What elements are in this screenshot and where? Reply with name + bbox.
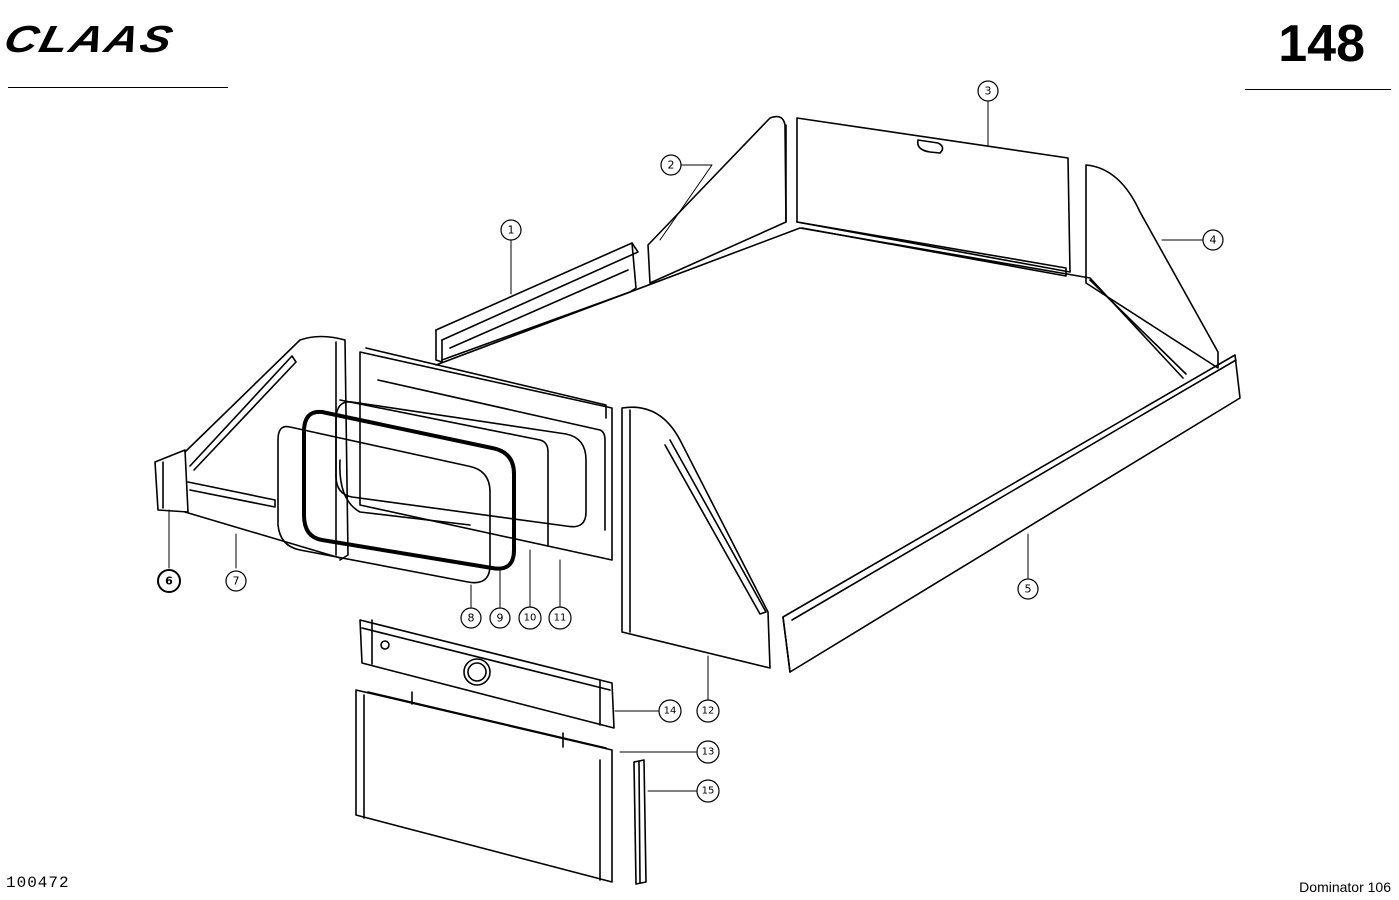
model-name: Dominator 106 xyxy=(1299,879,1391,895)
svg-text:11: 11 xyxy=(554,613,567,624)
svg-text:12: 12 xyxy=(702,706,715,717)
part-window-frame xyxy=(359,347,613,561)
page-number: 148 xyxy=(1278,15,1365,73)
callout-14: 14 xyxy=(658,699,682,723)
header-rule-right xyxy=(1245,89,1391,90)
part-cross-beam xyxy=(359,619,615,729)
callout-5: 5 xyxy=(1017,578,1039,600)
svg-text:5: 5 xyxy=(1025,583,1032,596)
svg-text:4: 4 xyxy=(1210,234,1217,247)
svg-text:6: 6 xyxy=(165,575,173,588)
header-rule-left xyxy=(8,87,228,88)
svg-text:7: 7 xyxy=(233,575,240,588)
callout-12: 12 xyxy=(696,699,720,723)
svg-text:2: 2 xyxy=(668,159,675,172)
callout-13: 13 xyxy=(696,740,720,764)
callout-4: 4 xyxy=(1202,229,1224,251)
part-glass-pane xyxy=(335,399,587,546)
callout-11: 11 xyxy=(548,606,572,630)
callout-7: 7 xyxy=(225,570,247,592)
part-side-panel-right xyxy=(1085,164,1219,375)
part-seal-strip xyxy=(633,759,647,885)
callout-8: 8 xyxy=(460,607,482,629)
svg-text:3: 3 xyxy=(985,85,992,98)
svg-text:1: 1 xyxy=(508,224,515,237)
document-number: 100472 xyxy=(6,874,70,892)
svg-text:10: 10 xyxy=(524,613,537,624)
svg-text:15: 15 xyxy=(702,786,715,797)
leader-lines xyxy=(168,100,1204,792)
svg-text:14: 14 xyxy=(664,706,677,717)
svg-text:13: 13 xyxy=(702,747,715,758)
part-gasket xyxy=(277,425,491,584)
callout-3: 3 xyxy=(977,80,999,102)
callout-15: 15 xyxy=(696,779,720,803)
part-rear-wall xyxy=(796,117,1071,277)
part-floor-tray xyxy=(435,227,1241,673)
callout-6: 6 xyxy=(157,569,181,593)
callout-2: 2 xyxy=(660,154,682,176)
part-front-side-panel xyxy=(621,406,771,669)
svg-text:9: 9 xyxy=(497,612,504,625)
part-side-frame-left xyxy=(154,335,349,561)
callout-9: 9 xyxy=(489,607,511,629)
part-rear-side-panel-left xyxy=(647,115,787,284)
callouts: 1 2 3 4 5 6 7 8 9 10 11 12 13 14 15 xyxy=(157,80,1224,803)
callout-10: 10 xyxy=(518,606,542,630)
callout-1: 1 xyxy=(500,219,522,241)
part-rubber-seal xyxy=(302,409,516,571)
part-rail xyxy=(435,242,639,363)
svg-text:8: 8 xyxy=(468,612,475,625)
part-lower-panel xyxy=(355,689,613,883)
